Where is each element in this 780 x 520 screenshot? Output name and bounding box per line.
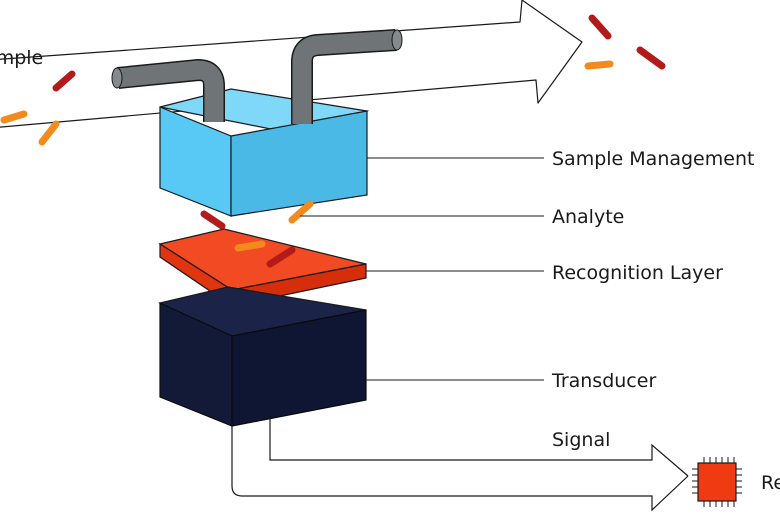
signal-label: Signal xyxy=(552,429,610,451)
analyte-label: Analyte xyxy=(552,206,624,228)
sample-label: Sample xyxy=(0,47,43,69)
chip-icon xyxy=(692,457,742,507)
sample-management-box xyxy=(159,88,370,217)
sample-management-label: Sample Management xyxy=(552,148,754,170)
analyte-particle-icon xyxy=(200,200,314,268)
pipe-icon xyxy=(111,29,403,124)
leader-lines xyxy=(300,157,544,381)
transducer-box xyxy=(158,286,367,427)
exit-particles xyxy=(584,14,666,70)
readout-label: Readout xyxy=(761,472,780,494)
signal-arrow xyxy=(231,418,689,512)
sample-particles xyxy=(0,70,76,146)
recognition-layer-label: Recognition Layer xyxy=(552,262,723,284)
transducer-label: Transducer xyxy=(551,370,656,392)
